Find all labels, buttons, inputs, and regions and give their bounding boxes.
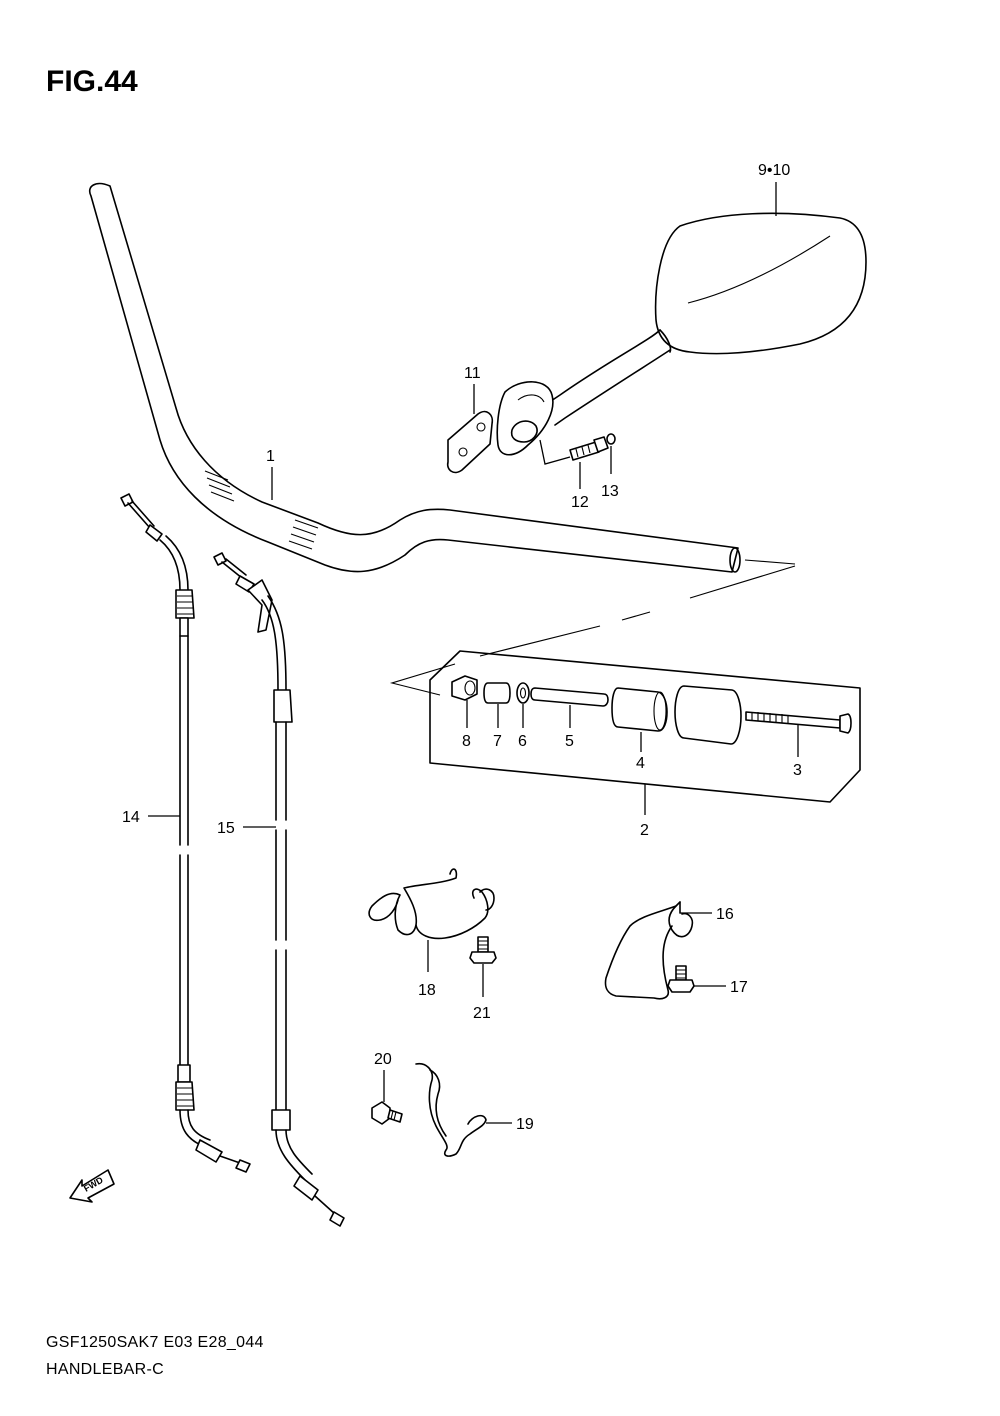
svg-text:18: 18	[418, 982, 436, 999]
svg-text:8: 8	[462, 733, 471, 750]
svg-text:9•10: 9•10	[758, 162, 790, 179]
callout-1: 1	[266, 448, 275, 500]
clamp-plate	[446, 410, 494, 474]
handlebar	[89, 182, 741, 573]
callout-9-10: 9•10	[758, 162, 790, 216]
svg-text:19: 19	[516, 1116, 534, 1133]
svg-text:7: 7	[493, 733, 502, 750]
bar-end-nut: 8	[451, 675, 478, 750]
bolt-20: 20	[371, 1051, 403, 1125]
bolt-17: 17	[667, 965, 748, 996]
callout-12: 12	[571, 462, 589, 511]
callout-19: 19	[486, 1116, 534, 1133]
svg-text:20: 20	[374, 1051, 392, 1068]
projection-lines	[389, 559, 796, 696]
svg-text:2: 2	[640, 822, 649, 839]
callout-11: 11	[464, 365, 481, 414]
mirror-screw	[539, 436, 609, 465]
fwd-arrow-icon: FWD	[69, 1169, 115, 1203]
svg-text:15: 15	[217, 820, 235, 837]
spacer-rod: 5	[530, 687, 609, 750]
svg-text:21: 21	[473, 1005, 491, 1022]
callout-13: 13	[601, 446, 619, 500]
throttle-cable-15	[213, 552, 345, 1227]
svg-text:13: 13	[601, 483, 619, 500]
diagram-code: GSF1250SAK7 E03 E28_044	[46, 1334, 264, 1351]
bar-end-assembly	[429, 650, 861, 803]
svg-text:5: 5	[565, 733, 574, 750]
throttle-cable-14	[120, 493, 251, 1173]
callout-18: 18	[418, 940, 436, 999]
cable-clamp-19	[415, 1062, 487, 1157]
bolt-21: 21	[469, 936, 497, 1022]
cable-clamp-18	[368, 868, 495, 940]
figure-title: FIG.44	[46, 65, 138, 98]
svg-text:6: 6	[518, 733, 527, 750]
washer	[606, 433, 616, 445]
mirror	[496, 212, 867, 456]
callout-2: 2	[640, 784, 649, 839]
callout-15: 15	[217, 820, 276, 837]
callout-14: 14	[122, 809, 180, 826]
weight-sleeve: 4	[611, 687, 668, 772]
bar-end-weight	[674, 685, 742, 745]
bar-end-bolt: 3	[745, 711, 852, 779]
collar: 7	[483, 682, 511, 750]
svg-text:14: 14	[122, 809, 140, 826]
cable-clamp-16	[604, 901, 694, 1000]
svg-text:16: 16	[716, 906, 734, 923]
callout-16: 16	[680, 906, 734, 923]
diagram-name: HANDLEBAR-C	[46, 1361, 164, 1378]
svg-text:1: 1	[266, 448, 275, 465]
svg-text:11: 11	[464, 365, 481, 382]
svg-text:3: 3	[793, 762, 802, 779]
svg-text:4: 4	[636, 755, 645, 772]
svg-text:12: 12	[571, 494, 589, 511]
svg-text:17: 17	[730, 979, 748, 996]
spacer-ring: 6	[516, 682, 530, 750]
